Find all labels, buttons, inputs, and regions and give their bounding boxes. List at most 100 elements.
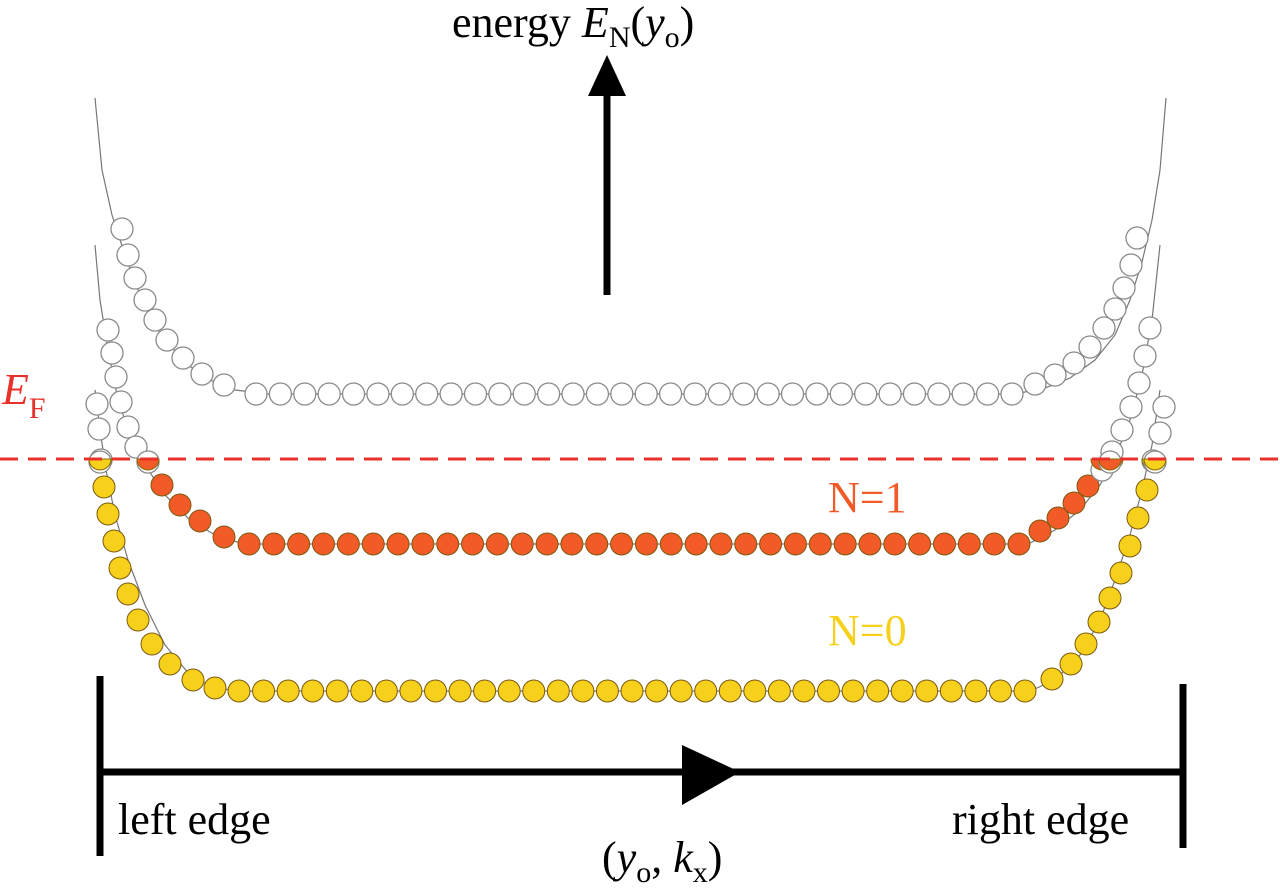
level-n0-filled-state [767,679,791,703]
level-n1-filled-state [833,532,857,556]
level-n1-filled-state [212,525,236,549]
level-n2-empty-state [512,382,536,406]
level-n1-filled-state [932,532,956,556]
level-n0-empty-state [1148,421,1172,445]
level-n0-filled-state [399,679,423,703]
level-n0-empty-state [87,417,111,441]
level-n1-filled-state [436,532,460,556]
level-n1-filled-state [535,532,559,556]
level-n1-filled-state [1028,519,1052,543]
level-n2-empty-state [268,382,293,406]
level-n2-empty-state [1103,297,1127,321]
level-n0-filled-state [718,679,742,703]
level-n0-filled-state [252,679,276,703]
energy-axis-arrow-head [588,55,626,96]
level-n1-empty-state [1133,344,1157,368]
level-n2-empty-state [975,382,1000,406]
level-n2-empty-state [732,382,756,406]
level-n2-empty-state [133,288,157,312]
level-n1-filled-state [957,532,981,556]
level-n1-half-filled-state [1098,450,1122,474]
level-n1-filled-state [908,532,932,556]
level-n2-empty-state [171,346,195,370]
electron-states [85,217,1176,703]
level-n2-empty-state [805,382,829,406]
level-n2-empty-state [1078,335,1102,359]
level-n2-empty-state [585,382,610,406]
level-n0-filled-state [181,668,205,692]
level-n0-filled-state [92,475,116,499]
level-n0-filled-state [102,529,126,553]
level-n2-empty-state [317,382,341,406]
level-n2-empty-state [536,382,561,406]
level-n1-empty-state [1127,371,1151,395]
left-edge-label: left edge [118,795,271,844]
level-n2-empty-state [878,382,902,406]
level-n0-filled-state [116,582,140,606]
level-n2-empty-state [110,217,134,241]
level-n1-filled-state [237,532,261,556]
level-n0-filled-state [126,608,150,632]
level-n1-filled-state [1076,474,1100,498]
level-n1-empty-state [1110,418,1134,442]
level-n2-empty-state [190,362,214,386]
level-n2-empty-state [293,382,317,406]
level-n1-filled-state [336,532,360,556]
level-n0-filled-state [1013,679,1037,703]
level-n1-filled-state [684,532,708,556]
level-n0-filled-state [276,679,300,703]
level-n1-filled-state [709,532,733,556]
level-n2-empty-state [463,382,488,406]
level-n1-filled-state [1007,532,1031,556]
level-n2-empty-state [1092,316,1116,340]
level-n0-filled-state [1040,667,1064,691]
level-n0-empty-state [1152,395,1176,419]
level-n0-filled-state [669,679,693,703]
level-n2-empty-state [951,382,975,406]
level-n1-filled-state [312,532,336,556]
level-n2-empty-state [1000,382,1024,406]
level-n1-filled-state [808,532,832,556]
level-n1-filled-state [262,532,286,556]
level-n2-empty-state [756,382,780,406]
level-n0-filled-state [546,679,570,703]
level-n0-filled-state [424,679,447,703]
level-n1-filled-state [982,532,1006,556]
level-n2-empty-state [683,382,707,406]
level-n1-filled-state [560,532,584,556]
level-n1-filled-state [510,532,534,556]
level-n2-empty-state [1125,226,1149,250]
level-n0-filled-state [374,679,398,703]
level-n0-filled-state [866,679,890,703]
level-n0-filled-state [1098,586,1122,610]
level-n0-filled-state [694,679,718,703]
level-n2-empty-state [123,266,147,290]
level-n1-filled-state [883,532,907,556]
level-n1-filled-state [188,509,212,533]
level-n2-empty-state [829,382,853,406]
level-n1-empty-state [96,318,120,342]
level-n1-filled-state [634,532,658,556]
level-n2-empty-state [1043,363,1067,387]
level-n2-empty-state [366,382,390,406]
level-n0-filled-state [448,679,472,703]
level-n0-filled-state [158,652,182,676]
level-n1-empty-state [1119,395,1143,419]
level-n1-filled-state [783,532,807,556]
level-n1-filled-state [734,532,758,556]
level-n0-filled-state [1087,610,1111,634]
level-n2-empty-state [1062,351,1086,375]
level-n0-filled-state [1059,652,1083,676]
level-n0-filled-state [841,679,865,703]
level-n0-filled-state [645,679,669,703]
level-n1-empty-state [109,390,133,414]
level-n2-empty-state [561,382,585,406]
level-n0-filled-state [350,679,374,703]
level-n1-filled-state [461,532,485,556]
level-n0-filled-state [1118,534,1142,558]
level-n2-empty-state [1112,276,1136,300]
level-n0-filled-state [939,679,963,703]
level-n2-empty-state [1023,372,1047,396]
level-n2-empty-state [902,382,927,406]
level-n1-half-filled-state [136,450,160,474]
